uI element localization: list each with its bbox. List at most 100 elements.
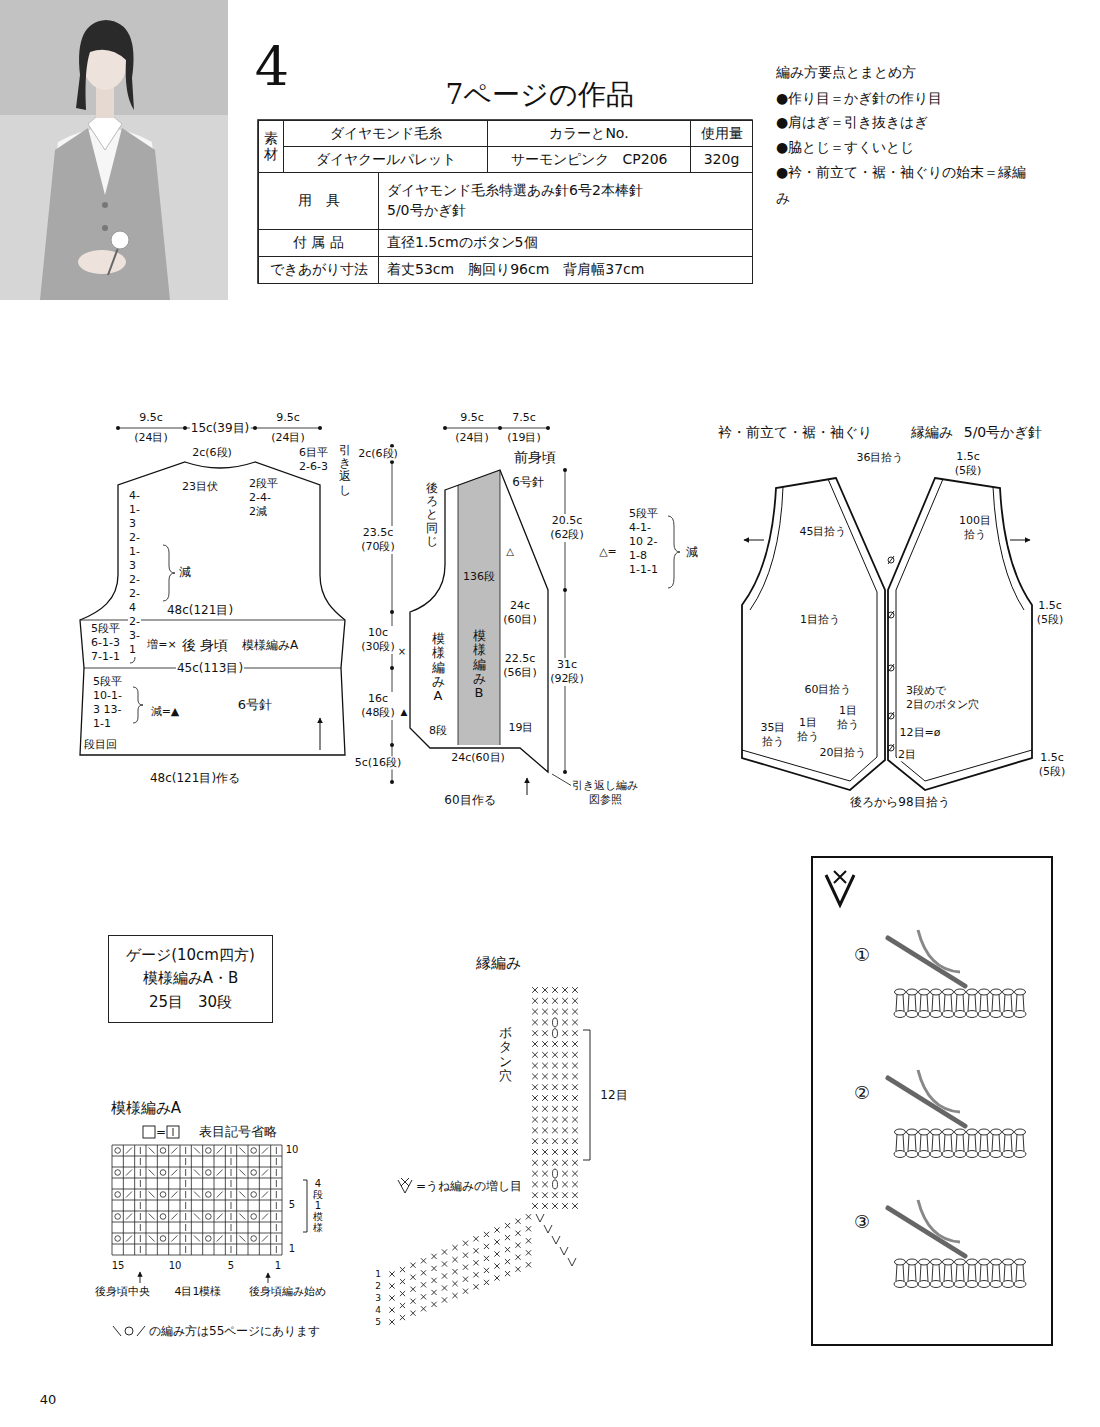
- drawing-part: [206, 1192, 212, 1198]
- drawing-part: [967, 1259, 978, 1265]
- text-label: 4-1-3 2-1-3 2-2-4 2-3-1: [128, 489, 141, 657]
- drawing-part: [552, 1149, 558, 1155]
- drawing-part: [484, 1232, 489, 1237]
- drawing-part: [991, 1129, 1002, 1135]
- stitch-chart: [112, 1145, 282, 1255]
- text-label: 2c(6段): [191, 446, 233, 459]
- drawing-part: [532, 1182, 538, 1188]
- drawing-part: [572, 1074, 578, 1080]
- drawing-part: [526, 1238, 531, 1243]
- table-cell: 用 具: [258, 172, 379, 230]
- drawing-part: [112, 1200, 282, 1201]
- drawing-part: [463, 1253, 468, 1258]
- text-label: 6目平 2-6-3: [298, 446, 329, 474]
- drawing-part: [552, 1095, 558, 1101]
- drawing-part: [484, 1280, 489, 1285]
- text-label: 4: [374, 1305, 382, 1316]
- text-label: 22.5c (56目): [502, 652, 538, 680]
- drawing-part: [918, 1200, 960, 1242]
- back-body-outline: [80, 428, 345, 755]
- drawing-part: [907, 1129, 918, 1135]
- drawing-part: [542, 1171, 548, 1177]
- drawing-part: [140, 1202, 141, 1209]
- drawing-part: [967, 1129, 978, 1135]
- text-label: (19目): [506, 431, 542, 444]
- drawing-part: [239, 1214, 245, 1220]
- text-label: 7.5c: [511, 411, 537, 424]
- text-label: 1.5c (5段): [1036, 599, 1065, 627]
- drawing-part: [149, 1148, 155, 1154]
- drawing-part: [812, 857, 1052, 1345]
- drawing-part: [992, 1264, 1000, 1281]
- drawing-part: [102, 225, 108, 231]
- drawing-part: [452, 1281, 457, 1286]
- drawing-part: [1004, 1134, 1012, 1151]
- text-label: ①: [853, 944, 871, 966]
- drawing-part: [668, 516, 680, 588]
- text-label: 衿・前立て・裾・袖ぐり: [717, 424, 873, 441]
- text-label: 24c (60目): [502, 599, 538, 627]
- drawing-part: [907, 989, 918, 995]
- table-cell: 320g: [690, 146, 753, 173]
- drawing-part: [552, 1117, 558, 1123]
- drawing-part: [955, 1129, 966, 1135]
- drawing-part: [452, 1293, 457, 1298]
- drawing-part: [542, 1095, 548, 1101]
- drawing-part: [251, 1214, 257, 1220]
- cell-text: 着丈53cm 胸回り96cm 背肩幅37cm: [387, 260, 644, 280]
- drawing-part: [118, 428, 320, 429]
- drawing-part: [542, 1052, 548, 1058]
- text-label: 4目1模様: [174, 1285, 223, 1298]
- drawing-part: [40, 128, 170, 300]
- drawing-part: [562, 1138, 568, 1144]
- drawing-part: [206, 1236, 212, 1242]
- drawing-part: [562, 1160, 568, 1166]
- drawing-part: [112, 1233, 282, 1234]
- drawing-part: [194, 1214, 200, 1220]
- drawing-part: [944, 1264, 952, 1281]
- text-label: 8段: [428, 724, 448, 737]
- drawing-part: [140, 1235, 141, 1242]
- drawing-part: [231, 1158, 232, 1165]
- drawing-part: [993, 487, 1024, 610]
- edging-vest-outline: [742, 478, 1032, 790]
- drawing-part: [231, 1213, 232, 1220]
- drawing-part: [956, 994, 964, 1011]
- drawing-part: [919, 1129, 930, 1135]
- drawing-part: [217, 1236, 223, 1242]
- drawing-part: [930, 1011, 942, 1018]
- drawing-part: [572, 1106, 578, 1112]
- drawing-part: [572, 1095, 578, 1101]
- drawing-part: [888, 556, 894, 564]
- drawing-part: [562, 1074, 568, 1080]
- drawing-part: [484, 1268, 489, 1273]
- drawing-part: [532, 1041, 538, 1047]
- drawing-part: [421, 1270, 426, 1275]
- drawing-part: [115, 1236, 121, 1242]
- drawing-part: [572, 1052, 578, 1058]
- drawing-part: [966, 1151, 978, 1158]
- text-label: ●肩はぎ＝引き抜きはぎ: [775, 114, 929, 131]
- text-label: 5: [374, 1317, 382, 1328]
- drawing-part: [115, 1148, 121, 1154]
- drawing-part: [80, 462, 345, 755]
- drawing-part: [542, 1149, 548, 1155]
- drawing-part: [542, 1128, 548, 1134]
- drawing-part: [217, 1192, 223, 1198]
- drawing-part: [968, 1134, 976, 1151]
- drawing-part: [173, 1128, 174, 1136]
- drawing-part: [930, 1151, 942, 1158]
- drawing-part: [954, 1281, 966, 1288]
- cell-text: カラーとNo.: [549, 124, 628, 144]
- table-cell: サーモンピンク CP206: [487, 146, 691, 173]
- drawing-part: [532, 1171, 538, 1177]
- drawing-part: [918, 1281, 930, 1288]
- table-cell: できあがり寸法: [258, 256, 379, 284]
- text-label: 10: [168, 1260, 183, 1272]
- drawing-part: [126, 1148, 132, 1154]
- drawing-part: [553, 1018, 558, 1027]
- drawing-part: [562, 987, 568, 993]
- drawing-part: [572, 1203, 578, 1209]
- drawing-part: [560, 1247, 568, 1255]
